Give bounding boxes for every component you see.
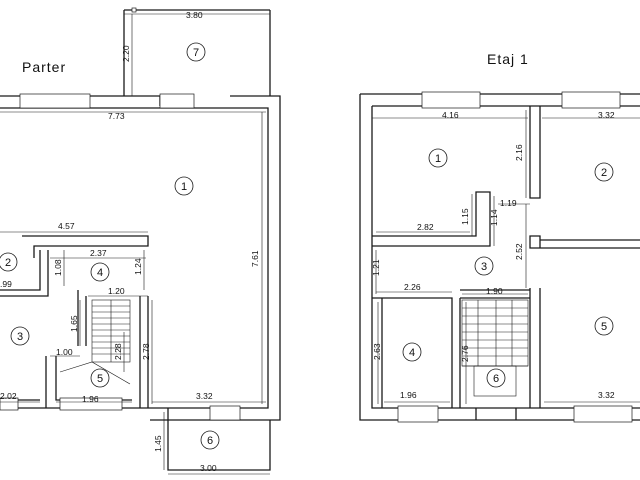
room-marker-2: 2 (594, 162, 614, 182)
room-marker-7: 7 (186, 42, 206, 62)
dim-label: 1.19 (500, 198, 517, 208)
dim-label: .99 (0, 279, 12, 289)
dim-label: 1.45 (153, 435, 163, 452)
floor-title: Parter (22, 59, 66, 75)
dim-label: 1.15 (460, 208, 470, 225)
room-marker-3: 3 (474, 256, 494, 276)
dim-label: 3.00 (200, 463, 217, 473)
dim-label: 1.14 (489, 209, 499, 226)
svg-text:4: 4 (97, 267, 103, 279)
svg-text:5: 5 (601, 321, 607, 333)
dim-label: 2.37 (90, 248, 107, 258)
dim-label: 2.28 (113, 343, 123, 360)
dim-label: 2.78 (141, 343, 151, 360)
dim-label: 2.26 (404, 282, 421, 292)
room-marker-4: 4 (402, 342, 422, 362)
dim-label: 4.16 (442, 110, 459, 120)
dim-label: 1.24 (133, 258, 143, 275)
svg-text:6: 6 (493, 373, 499, 385)
dim-label: 2.63 (372, 343, 382, 360)
dim-label: 2.02 (0, 391, 17, 401)
plan-parter: Parter (0, 7, 281, 475)
dim-label: 1.08 (53, 259, 63, 276)
svg-text:3: 3 (481, 261, 487, 273)
svg-text:4: 4 (409, 347, 415, 359)
dim-label: 3.32 (196, 391, 213, 401)
dim-label: 7.73 (108, 111, 125, 121)
floor-title: Etaj 1 (487, 51, 529, 67)
svg-text:2: 2 (5, 257, 11, 269)
dim-label: 1.96 (82, 394, 99, 404)
svg-text:7: 7 (193, 47, 199, 59)
svg-text:6: 6 (207, 435, 213, 447)
dim-label: 2.16 (514, 144, 524, 161)
dim-label: 1.96 (400, 390, 417, 400)
room-marker-6: 6 (486, 368, 506, 388)
room-marker-5: 5 (594, 316, 614, 336)
room-marker-1: 1 (428, 148, 448, 168)
dim-label: 2.52 (514, 243, 524, 260)
dim-label: 2.76 (460, 345, 470, 362)
dim-label: 3.32 (598, 390, 615, 400)
room-marker-4: 4 (90, 262, 110, 282)
svg-text:2: 2 (601, 167, 607, 179)
plan-etaj-1: Etaj 1 (359, 51, 640, 423)
svg-text:5: 5 (97, 373, 103, 385)
room-marker-6: 6 (200, 430, 220, 450)
svg-text:1: 1 (181, 181, 187, 193)
dim-label: 1.65 (69, 315, 79, 332)
dim-label: 3.32 (598, 110, 615, 120)
room-marker-5: 5 (90, 368, 110, 388)
dim-label: 1.90 (486, 286, 503, 296)
dim-label: 7.61 (250, 250, 260, 267)
dim-label: 2.20 (121, 45, 131, 62)
dim-label: 1.00 (56, 347, 73, 357)
room-marker-1: 1 (174, 176, 194, 196)
dim-label: 1.20 (108, 286, 125, 296)
svg-text:1: 1 (435, 153, 441, 165)
dim-label: 4.57 (58, 221, 75, 231)
room-marker-3: 3 (10, 326, 30, 346)
dim-label: 3.80 (186, 10, 203, 20)
dim-label: 2.82 (417, 222, 434, 232)
svg-text:3: 3 (17, 331, 23, 343)
dim-label: 1.21 (371, 259, 381, 276)
room-marker-2: 2 (0, 252, 18, 272)
